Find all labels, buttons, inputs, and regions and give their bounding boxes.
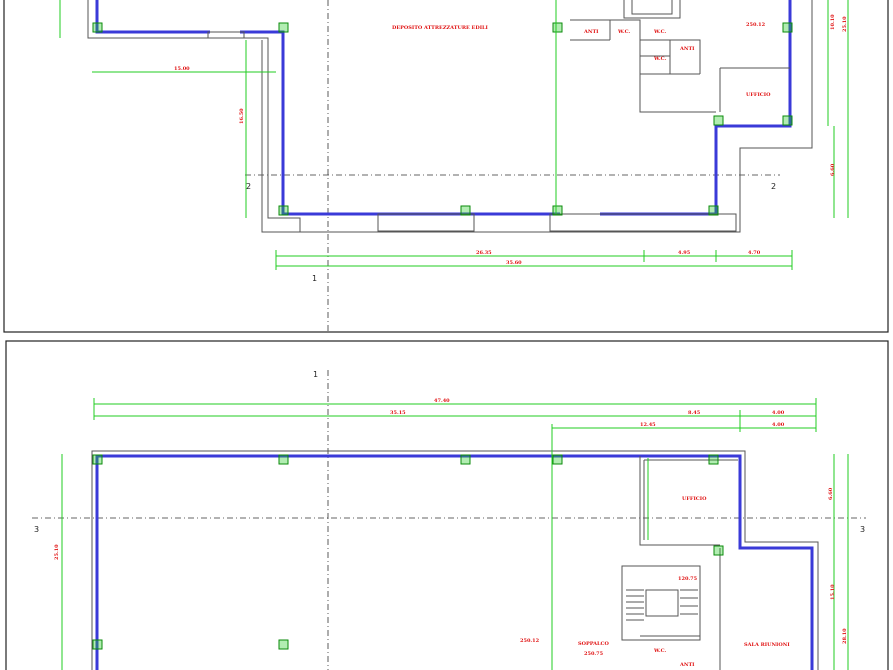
load-bearing-wall: [95, 454, 814, 670]
outer-wall-outline: [91, 450, 819, 670]
room-label-deposito: DEPOSITO ATTREZZATURE EDILI: [392, 25, 489, 31]
room-area-left: 250.12: [520, 638, 540, 644]
window-top-left: [207, 31, 245, 39]
columns-bottom: [92, 454, 724, 650]
column: [92, 454, 103, 465]
column: [552, 454, 563, 465]
dim-bottom-a: 26.35: [476, 250, 492, 256]
room-label-anti: ANTI: [679, 662, 695, 668]
room-label-wc-3: W.C.: [653, 56, 666, 62]
column: [713, 545, 724, 556]
column: [278, 22, 289, 33]
top-floor-plan: 1 2 2: [3, 0, 889, 333]
column: [278, 454, 289, 465]
column: [708, 205, 719, 216]
dim-total: 47.40: [434, 398, 450, 404]
column: [278, 205, 289, 216]
columns-top: [92, 22, 793, 216]
stair-outline: [623, 0, 681, 19]
column: [782, 115, 793, 126]
column: [460, 454, 471, 465]
load-bearing-wall: [95, 0, 792, 216]
room-label-soppalco: SOPPALCO: [578, 641, 609, 647]
column: [708, 454, 719, 465]
room-label-sala-riunioni: SALA RIUNIONI: [744, 642, 790, 648]
column: [92, 22, 103, 33]
dim-width-left: 15.00: [174, 66, 190, 72]
dim-bottom-c: 4.70: [748, 250, 761, 256]
dimensions-top: [59, 0, 849, 270]
column: [460, 205, 471, 216]
dim-right-c: 6.60: [830, 163, 836, 176]
dim-d: 12.45: [640, 422, 656, 428]
service-block-walls: [621, 459, 738, 670]
dim-left: 25.10: [54, 544, 60, 560]
service-block-walls: [570, 19, 790, 113]
column: [92, 639, 103, 650]
staircase: [626, 589, 698, 621]
dim-right-b: 25.10: [842, 16, 848, 32]
top-panel-frame: [3, 0, 889, 333]
dim-right-a: 6.60: [828, 487, 834, 500]
axis-1-label: 1: [313, 370, 318, 379]
room-label-ufficio: UFFICIO: [682, 496, 707, 502]
room-area-stair: 120.75: [678, 576, 698, 582]
room-label-wc-2: W.C.: [653, 29, 666, 35]
column: [552, 22, 563, 33]
window-bottom-1: [377, 213, 475, 232]
window-bottom-2: [549, 213, 737, 232]
dim-right-c: 28.10: [842, 628, 848, 644]
dim-bottom-b: 4.95: [678, 250, 691, 256]
dim-c: 4.00: [772, 410, 785, 416]
outer-wall-outline: [87, 0, 813, 233]
dimensions-bottom: [61, 398, 849, 670]
dim-a: 35.15: [390, 410, 406, 416]
room-area-main: 250.12: [746, 22, 766, 28]
room-label-wc-1: W.C.: [617, 29, 630, 35]
axis-3-label-right: 3: [860, 525, 865, 534]
bottom-panel-frame: [5, 340, 889, 670]
axis-1-label: 1: [312, 274, 317, 283]
room-label-wc: W.C.: [653, 648, 666, 654]
room-label-anti-2: ANTI: [679, 46, 695, 52]
dim-right-b: 15.10: [830, 584, 836, 600]
dim-e: 4.00: [772, 422, 785, 428]
axis-2-label-left: 2: [246, 182, 251, 191]
dim-right-a: 10.10: [830, 14, 836, 30]
column: [278, 639, 289, 650]
room-label-anti-1: ANTI: [583, 29, 599, 35]
bottom-floor-plan: 1 3 3: [5, 340, 889, 670]
dim-b: 8.45: [688, 410, 701, 416]
room-area-soppalco: 250.75: [584, 651, 604, 657]
room-label-ufficio: UFFICIO: [746, 92, 771, 98]
column: [552, 205, 563, 216]
axis-2-label-right: 2: [771, 182, 776, 191]
axis-3-label-left: 3: [34, 525, 39, 534]
dim-bottom-total: 35.60: [506, 260, 522, 266]
column: [713, 115, 724, 126]
dim-height-left: 16.50: [239, 108, 245, 124]
column: [782, 22, 793, 33]
